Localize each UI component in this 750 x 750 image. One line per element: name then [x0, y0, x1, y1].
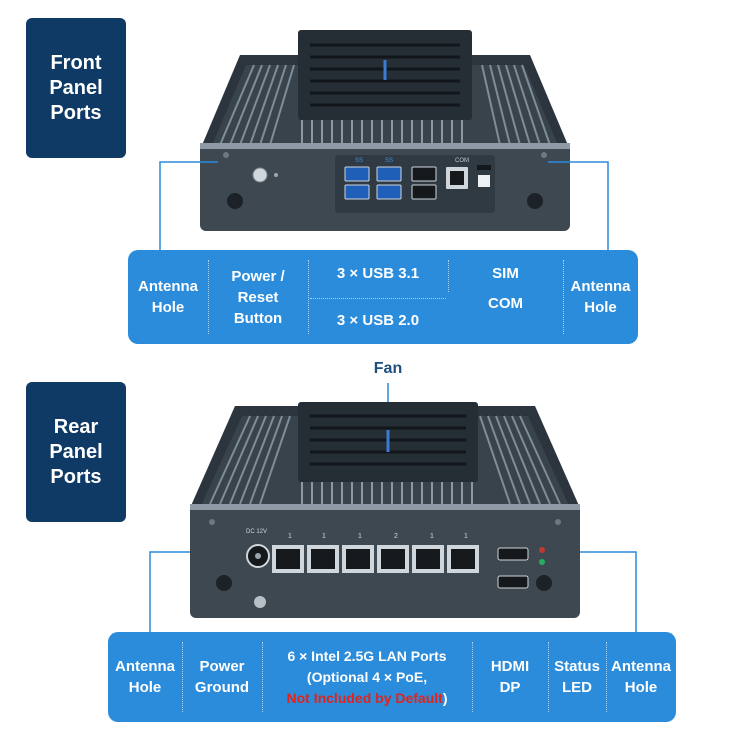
- status-led-label: Status LED: [548, 632, 606, 722]
- lan-tag-4: 2: [394, 533, 398, 540]
- hdmi-text: HDMI: [490, 658, 530, 675]
- usb-ss-mark-1: SS: [355, 158, 363, 164]
- lan-line-3-red: Not Included by Default: [286, 689, 443, 706]
- rear-device-image: DC 12V 1 1 1 2 1 1: [190, 402, 580, 618]
- lan-tag-3: 1: [358, 533, 362, 540]
- power-reset-line-3: Button: [233, 309, 283, 327]
- com-text: COM: [488, 294, 523, 312]
- sim-label: SIM: [448, 250, 563, 296]
- usb20-text: 3 × USB 2.0: [336, 311, 420, 329]
- front-title-line-2: Panel: [49, 76, 103, 99]
- rear-antenna-left-label: Antenna Hole: [108, 632, 182, 722]
- rear-title-line-1: Rear: [53, 415, 99, 438]
- lan-line-1: 6 × Intel 2.5G LAN Ports: [287, 647, 447, 664]
- status-led-line-1: Status: [554, 658, 600, 675]
- power-reset-label: Power / Reset Button: [208, 250, 308, 344]
- front-panel-title: Front Panel Ports: [26, 18, 126, 158]
- usb-ss-mark-2: SS: [385, 158, 393, 164]
- usb31-label: 3 × USB 3.1: [308, 250, 448, 296]
- dc-mark: DC 12V: [246, 529, 267, 535]
- rear-panel-title: Rear Panel Ports: [26, 382, 126, 522]
- rear-antenna-right-line-1: Antenna: [611, 658, 671, 675]
- rear-port-label-bar: Antenna Hole Power Ground 6 × Intel 2.5G…: [108, 632, 676, 722]
- front-title-line-1: Front: [50, 51, 102, 74]
- power-ground-line-2: Ground: [194, 679, 250, 696]
- usb31-text: 3 × USB 3.1: [336, 264, 420, 282]
- dp-text: DP: [499, 679, 521, 696]
- com-mark: COM: [455, 158, 469, 164]
- front-antenna-left-line-1: Antenna: [138, 278, 198, 295]
- power-ground-label: Power Ground: [182, 632, 262, 722]
- power-ground-line-1: Power: [199, 658, 245, 675]
- rear-antenna-left-line-1: Antenna: [115, 658, 175, 675]
- rear-antenna-left-line-2: Hole: [128, 679, 162, 696]
- front-antenna-right-label: Antenna Hole: [563, 250, 638, 344]
- lan-tag-6: 1: [464, 533, 468, 540]
- lan-line-3-close: ): [442, 689, 448, 706]
- front-antenna-right-line-2: Hole: [584, 299, 617, 316]
- status-led-line-2: LED: [562, 679, 592, 696]
- rear-antenna-right-line-2: Hole: [624, 679, 658, 696]
- rear-title-line-3: Ports: [50, 465, 102, 488]
- front-antenna-left-line-2: Hole: [151, 299, 185, 316]
- rear-title-line-2: Panel: [49, 440, 103, 463]
- power-reset-line-2: Reset: [237, 288, 279, 306]
- lan-ports-label: 6 × Intel 2.5G LAN Ports (Optional 4 × P…: [262, 632, 472, 722]
- hdmi-dp-label: HDMI DP: [472, 632, 548, 722]
- sim-text: SIM: [492, 264, 519, 282]
- front-antenna-left-label: Antenna Hole: [128, 250, 208, 344]
- front-antenna-right-line-1: Antenna: [570, 278, 631, 295]
- lan-line-3: Not Included by Default): [286, 688, 447, 709]
- rear-antenna-right-label: Antenna Hole: [606, 632, 676, 722]
- lan-tag-5: 1: [430, 533, 434, 540]
- front-port-label-bar: Antenna Hole Power / Reset Button 3 × US…: [128, 250, 638, 344]
- fan-label: Fan: [373, 360, 403, 377]
- com-label: COM: [448, 286, 563, 320]
- power-reset-line-1: Power /: [231, 267, 285, 285]
- usb20-label: 3 × USB 2.0: [308, 296, 448, 344]
- lan-tag-1: 1: [288, 533, 292, 540]
- front-device-image: SS SS COM: [200, 30, 570, 231]
- front-title-line-3: Ports: [50, 101, 102, 124]
- lan-tag-2: 1: [322, 533, 326, 540]
- lan-line-2: (Optional 4 × PoE,: [306, 668, 428, 685]
